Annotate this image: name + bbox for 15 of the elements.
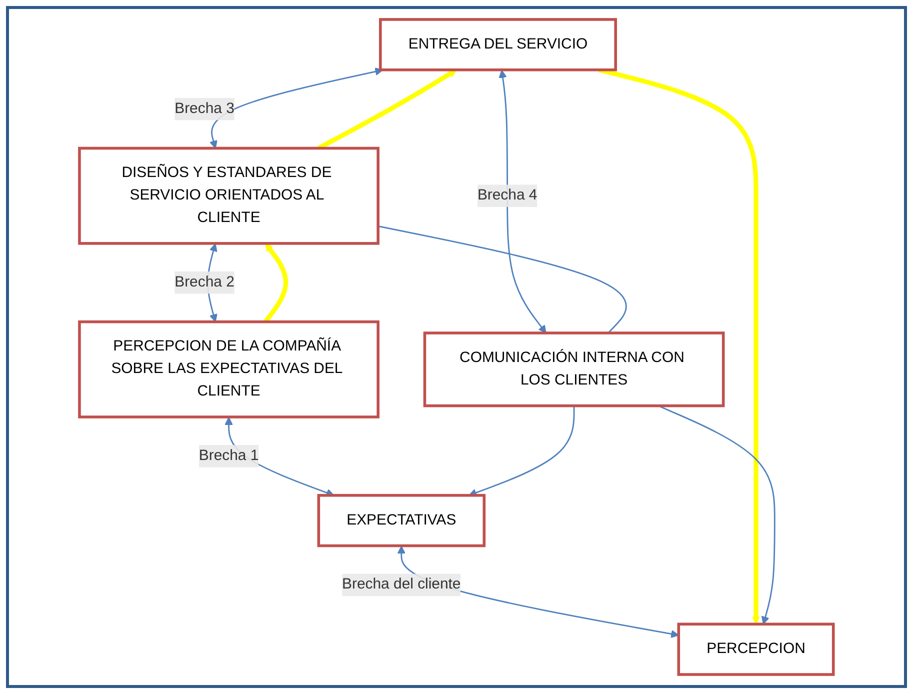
edge-label: Brecha 1: [198, 448, 259, 464]
node-box: DISEÑOS Y ESTANDARES DE SERVICIO ORIENTADOS AL CLIENTE: [78, 146, 380, 245]
arrow: [658, 405, 776, 624]
node-box: PERCEPCION: [677, 622, 835, 676]
connector: [378, 225, 627, 334]
edge-label: Brecha del cliente: [342, 576, 461, 592]
node-box: ENTREGA DEL SERVICIO: [379, 18, 618, 72]
node-box: COMUNICACIÓN INTERNA CON LOS CLIENTES: [423, 332, 725, 408]
edge-label: Brecha 2: [174, 274, 234, 290]
arrow: [210, 68, 384, 149]
edge-label: Brecha 4: [478, 187, 538, 204]
node-box: EXPECTATIVAS: [317, 494, 486, 548]
node-box: PERCEPCION DE LA COMPAÑÍA SOBRE LAS EXPECTATIVAS DEL CLIENTE: [78, 320, 380, 418]
arrow: [498, 70, 547, 334]
edge-label: Brecha 3: [174, 100, 234, 117]
